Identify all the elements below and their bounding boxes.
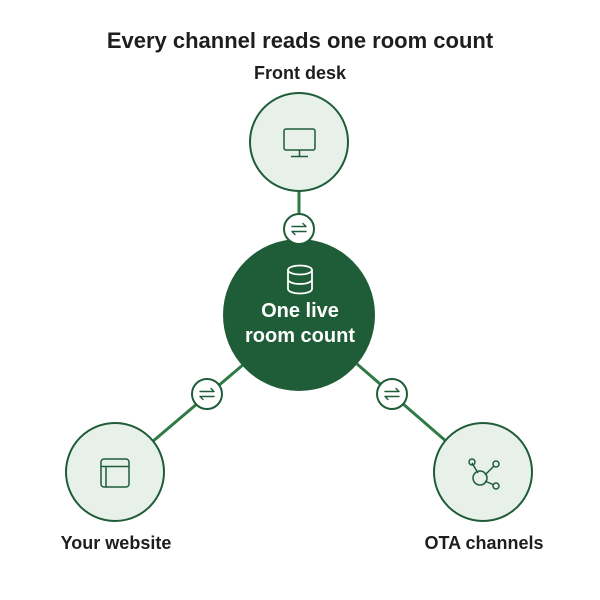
- sync-badge-front-desk: [283, 213, 315, 245]
- network-share-icon: [468, 458, 500, 490]
- database-icon: [287, 264, 313, 295]
- node-label-front-desk: Front desk: [253, 63, 346, 83]
- monitor-icon: [283, 128, 316, 158]
- node-circle-front-desk: [249, 92, 349, 192]
- sync-badge-website: [191, 378, 223, 410]
- hub-label-line1: One live: [261, 300, 339, 322]
- node-ota: [433, 422, 533, 522]
- sync-arrows-icon: [199, 387, 215, 401]
- node-label-website: Your website: [60, 533, 172, 553]
- node-label-ota: OTA channels: [424, 533, 544, 553]
- hub-label-line2: room count: [245, 325, 355, 347]
- sync-arrows-icon: [384, 387, 400, 401]
- node-circle-website: [65, 422, 165, 522]
- diagram-title: Every channel reads one room count: [106, 28, 494, 53]
- hub-label: One live room count: [224, 299, 376, 349]
- node-website: [65, 422, 165, 522]
- sync-badge-ota: [376, 378, 408, 410]
- node-front-desk: [249, 92, 349, 192]
- sync-arrows-icon: [291, 222, 307, 236]
- hub-circle: [223, 239, 375, 391]
- browser-window-icon: [100, 458, 130, 488]
